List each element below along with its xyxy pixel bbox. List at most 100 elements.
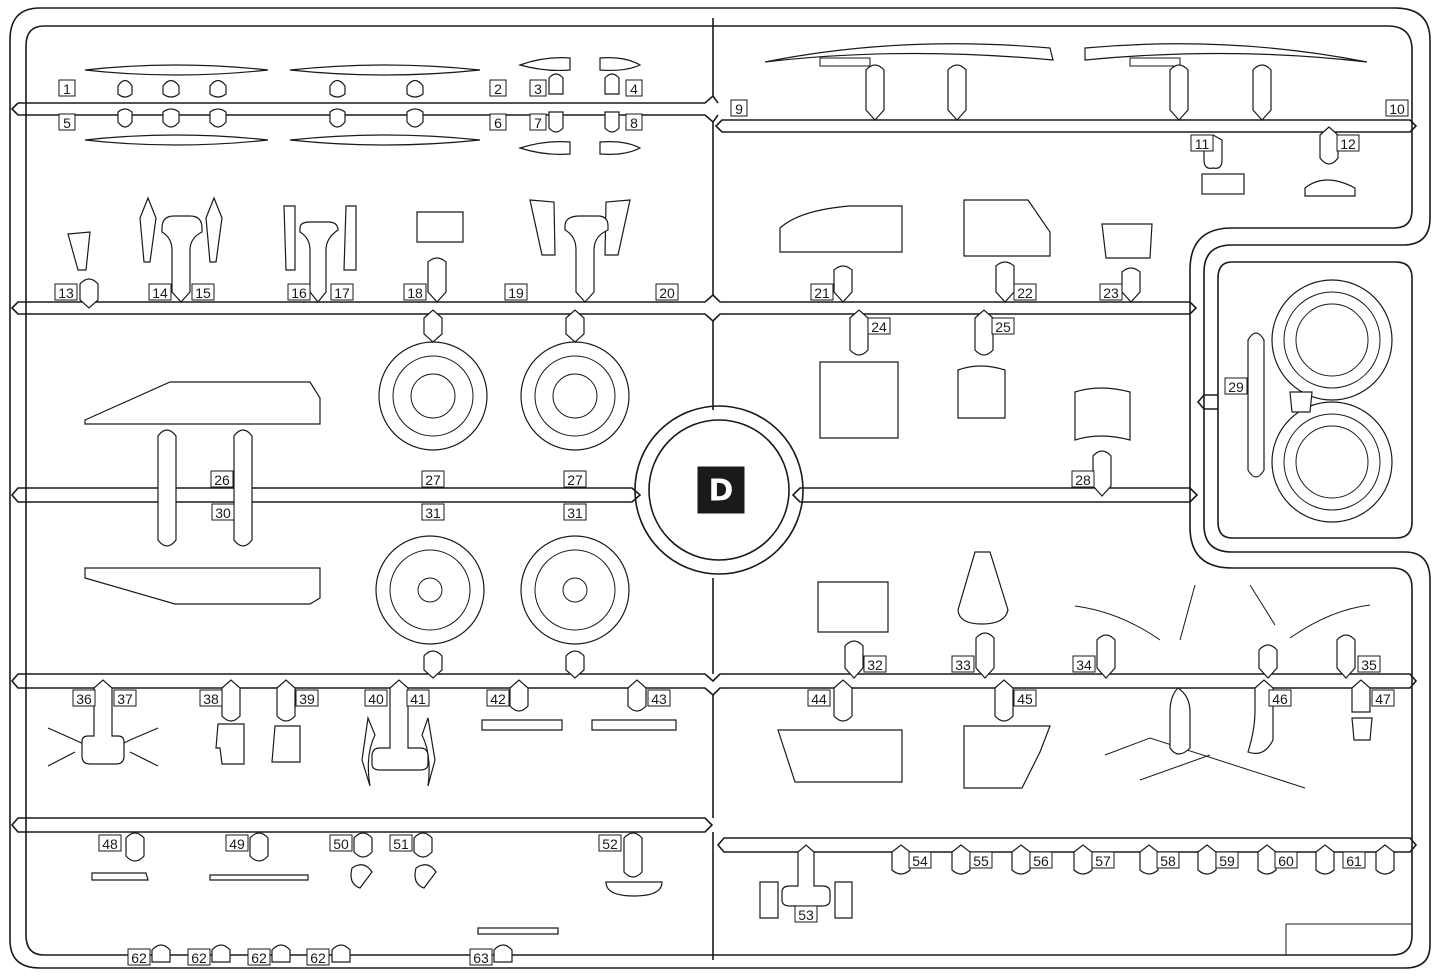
part-number-label: 25: [991, 317, 1015, 335]
part-number-box: [295, 689, 319, 707]
part-number-label: 28: [1071, 470, 1095, 488]
part-number-label: 38: [199, 689, 223, 707]
part-number-box: [563, 470, 587, 488]
part-number: 31: [425, 505, 441, 521]
part-number: 54: [912, 853, 928, 869]
part-number-box: [1072, 655, 1096, 673]
part-number-box: [1385, 99, 1409, 117]
part-number-label: 39: [295, 689, 319, 707]
part-number-label: 15: [191, 283, 215, 301]
part-number-label: 30: [211, 503, 235, 521]
part-number-label: 5: [58, 113, 76, 131]
part-number: 40: [368, 691, 384, 707]
part-number-label: 37: [113, 689, 137, 707]
part-number-label: 16: [287, 283, 311, 301]
part-number: 60: [1278, 853, 1294, 869]
part-number: 26: [214, 472, 230, 488]
part-number-box: [489, 79, 507, 97]
part-number-label: 44: [807, 689, 831, 707]
part-number-label: 1: [58, 79, 76, 97]
part-number-box: [148, 283, 172, 301]
part-number-box: [1013, 689, 1037, 707]
parts-lower-right: [777, 551, 1373, 789]
part-number-label: 8: [625, 113, 643, 131]
part-number-box: [72, 689, 96, 707]
part-number-box: [1224, 377, 1248, 395]
part-number-label: 18: [403, 283, 427, 301]
part-number: 61: [1346, 853, 1362, 869]
part-number-box: [247, 948, 271, 966]
part-number-box: [421, 470, 445, 488]
part-number-label: 56: [1029, 851, 1053, 869]
part-number: 34: [1076, 657, 1092, 673]
part-number-label: 21: [810, 283, 834, 301]
part-number-box: [1342, 851, 1366, 869]
part-number: 11: [1195, 136, 1210, 152]
part-number-label: 31: [421, 503, 445, 521]
part-number-box: [1268, 689, 1292, 707]
part-number-label: 47: [1371, 689, 1395, 707]
part-number-label: 36: [72, 689, 96, 707]
part-number: 57: [1095, 853, 1111, 869]
part-number: 29: [1228, 379, 1244, 395]
part-number: 10: [1389, 101, 1405, 117]
part-number: 50: [333, 836, 349, 852]
part-number: 44: [811, 691, 827, 707]
part-number-label: 19: [504, 283, 528, 301]
part-number-label: 9: [730, 99, 748, 117]
part-number: 38: [203, 691, 219, 707]
part-number-box: [969, 851, 993, 869]
part-number-box: [210, 470, 234, 488]
part-number: 7: [534, 115, 542, 131]
sprue-letter-box: [697, 466, 745, 514]
part-number-label: 29: [1224, 377, 1248, 395]
part-number: 56: [1033, 853, 1049, 869]
part-number-box: [421, 503, 445, 521]
part-number: 8: [630, 115, 638, 131]
part-number-label: 41: [406, 689, 430, 707]
part-number: 15: [195, 285, 211, 301]
part-number: 27: [567, 472, 583, 488]
part-number-box: [867, 317, 891, 335]
part-number-box: [113, 689, 137, 707]
part-number-label: 23: [1099, 283, 1123, 301]
part-number-box: [1215, 851, 1239, 869]
part-number-label: 45: [1013, 689, 1037, 707]
part-number-label: 26: [210, 470, 234, 488]
part-number-box: [330, 283, 354, 301]
part-number: 12: [1340, 136, 1356, 152]
part-number-label: 62: [187, 948, 211, 966]
part-number: 59: [1219, 853, 1235, 869]
part-number: 14: [152, 285, 168, 301]
part-number-box: [58, 79, 76, 97]
part-number-label: 34: [1072, 655, 1096, 673]
part-number: 62: [131, 950, 147, 966]
part-number: 1: [63, 81, 71, 97]
part-number-box: [406, 689, 430, 707]
part-number-label: 3: [529, 79, 547, 97]
parts-bottom: [91, 832, 1395, 963]
part-number-label: 61: [1342, 851, 1366, 869]
part-number: 43: [651, 691, 667, 707]
part-number: 17: [334, 285, 350, 301]
part-number: 62: [191, 950, 207, 966]
part-number-label: 57: [1091, 851, 1115, 869]
part-number-label: 43: [647, 689, 671, 707]
part-number-label: 51: [389, 834, 413, 852]
part-number: 25: [995, 319, 1011, 335]
part-number-label: 52: [598, 834, 622, 852]
part-number-box: [529, 79, 547, 97]
part-number-box: [1190, 134, 1214, 152]
part-number: 2: [494, 81, 502, 97]
part-number-box: [403, 283, 427, 301]
part-number-label: 48: [98, 834, 122, 852]
part-number: 24: [871, 319, 887, 335]
part-number-box: [486, 689, 510, 707]
part-number: 28: [1075, 472, 1091, 488]
part-number-label: 32: [863, 655, 887, 673]
runners: [10, 18, 1418, 960]
part-number-box: [127, 948, 151, 966]
part-number-box: [504, 283, 528, 301]
part-number: 48: [102, 836, 118, 852]
